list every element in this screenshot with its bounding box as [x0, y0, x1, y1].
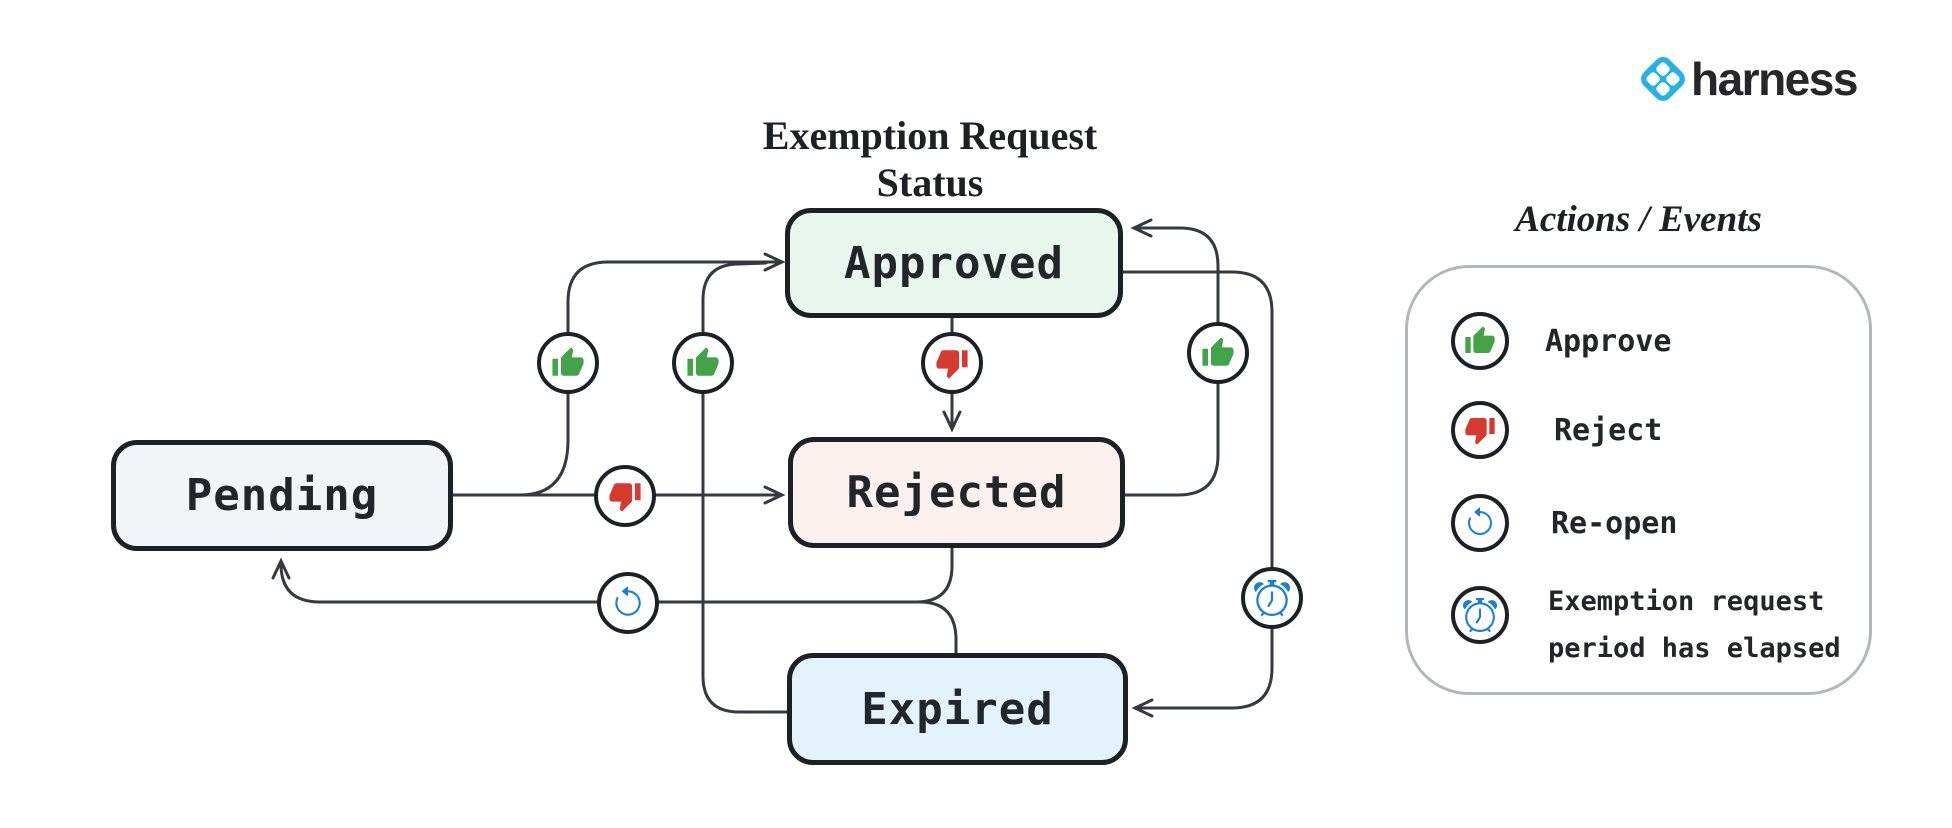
state-label-rejected: Rejected	[846, 467, 1067, 518]
diagram-title: Exemption Request Status	[762, 113, 1098, 205]
thumbs-down-icon	[1465, 418, 1495, 445]
state-label-expired: Expired	[861, 683, 1054, 735]
state-label-pending: Pending	[185, 470, 379, 521]
legend-reopen-label: Re-open	[1551, 506, 1678, 541]
thumbs-up-icon	[687, 347, 719, 376]
legend-reopen-badge	[1451, 494, 1509, 552]
thumbs-up-icon	[1202, 337, 1234, 366]
state-node-rejected: Rejected	[788, 437, 1125, 548]
badge-reopen-to-pending	[597, 572, 659, 634]
thumbs-down-icon	[609, 483, 641, 512]
harness-logo: harness	[1638, 52, 1858, 106]
legend-reject-badge	[1451, 401, 1509, 459]
thumbs-up-icon	[552, 347, 584, 376]
badge-reject-approved-rejected	[921, 332, 983, 394]
edge-expired-approved	[701, 261, 789, 714]
state-node-pending: Pending	[111, 440, 453, 551]
legend-approve-label: Approve	[1545, 324, 1672, 359]
legend-reject-label: Reject	[1554, 413, 1663, 448]
alarm-icon	[1254, 580, 1290, 616]
state-label-approved: Approved	[844, 237, 1064, 289]
edge-approved-expired	[1121, 270, 1274, 718]
legend-elapsed-label: Exemption request period has elapsed	[1548, 586, 1841, 664]
legend-title: Actions / Events	[1515, 199, 1762, 240]
state-node-expired: Expired	[787, 653, 1128, 765]
badge-approve-rejected-approved	[1187, 322, 1249, 384]
legend-box: Approve Reject Re-open E	[1405, 265, 1872, 695]
harness-logo-icon	[1641, 57, 1685, 101]
edge-pending-approved	[451, 252, 786, 497]
legend-approve-badge	[1451, 312, 1509, 370]
state-node-approved: Approved	[785, 208, 1123, 318]
alarm-icon	[1463, 598, 1497, 632]
badge-approve-pending-approved	[537, 332, 599, 394]
legend-elapsed-badge	[1451, 586, 1509, 644]
thumbs-down-icon	[936, 350, 968, 379]
thumbs-up-icon	[1465, 326, 1495, 353]
edge-expired-reopen-merge	[918, 600, 958, 655]
badge-approve-expired-approved	[672, 332, 734, 394]
reopen-icon	[615, 586, 641, 616]
reopen-icon	[1467, 507, 1492, 535]
badge-reject-pending-rejected	[594, 465, 656, 527]
badge-elapsed-approved-expired	[1241, 567, 1303, 629]
harness-logo-text: harness	[1691, 53, 1858, 105]
